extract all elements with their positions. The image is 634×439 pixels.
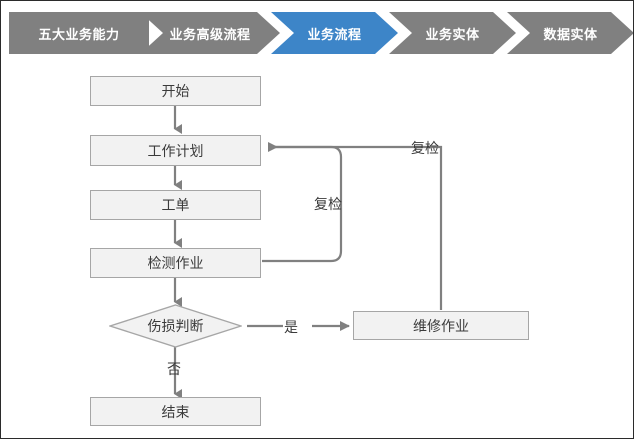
- node-end-label: 结束: [161, 404, 190, 421]
- node-damage-decision-label: 伤损判断: [147, 319, 204, 335]
- edge-label-recheck-inner: 复检: [314, 197, 342, 213]
- chevron-shape-4: [389, 12, 516, 54]
- node-work-order-label: 工单: [161, 198, 190, 214]
- node-end[interactable]: 结束: [90, 397, 261, 426]
- chevron-shape-3: [271, 12, 398, 54]
- breadcrumb-item-0-label: 五大业务能力: [38, 27, 120, 43]
- breadcrumb-item-3[interactable]: 业务实体: [389, 12, 516, 54]
- chevron-shape-5: [507, 12, 633, 54]
- edge-label-no: 否: [167, 362, 181, 378]
- node-repair-task-label: 维修作业: [413, 318, 469, 335]
- edge-label-recheck-outer: 复检: [411, 141, 439, 157]
- edge-repair-recheck-to-plan: [269, 145, 443, 310]
- breadcrumb: 五大业务能力 业务高级流程 业务流程 业务实体 数据实体: [1, 12, 633, 54]
- node-start[interactable]: 开始: [90, 76, 261, 106]
- breadcrumb-item-2[interactable]: 业务流程: [271, 12, 398, 54]
- node-damage-decision[interactable]: 伤损判断: [109, 304, 242, 348]
- node-inspection-task-label: 检测作业: [147, 256, 204, 272]
- breadcrumb-item-3-label: 业务实体: [425, 27, 480, 43]
- node-work-plan-label: 工作计划: [147, 143, 204, 160]
- edge-label-yes: 是: [284, 320, 298, 336]
- breadcrumb-item-1[interactable]: 业务高级流程: [140, 12, 280, 54]
- chevron-shape-2: [140, 12, 280, 54]
- node-work-order[interactable]: 工单: [90, 190, 261, 220]
- node-repair-task[interactable]: 维修作业: [353, 311, 529, 340]
- node-inspection-task[interactable]: 检测作业: [90, 248, 261, 278]
- breadcrumb-item-4[interactable]: 数据实体: [507, 12, 633, 54]
- breadcrumb-item-2-label: 业务流程: [307, 27, 362, 43]
- breadcrumb-item-0[interactable]: 五大业务能力: [9, 12, 149, 54]
- breadcrumb-item-1-label: 业务高级流程: [169, 27, 251, 43]
- node-work-plan[interactable]: 工作计划: [90, 135, 261, 166]
- node-start-label: 开始: [161, 84, 190, 100]
- breadcrumb-item-4-label: 数据实体: [543, 27, 598, 43]
- diamond-shape: [109, 304, 242, 348]
